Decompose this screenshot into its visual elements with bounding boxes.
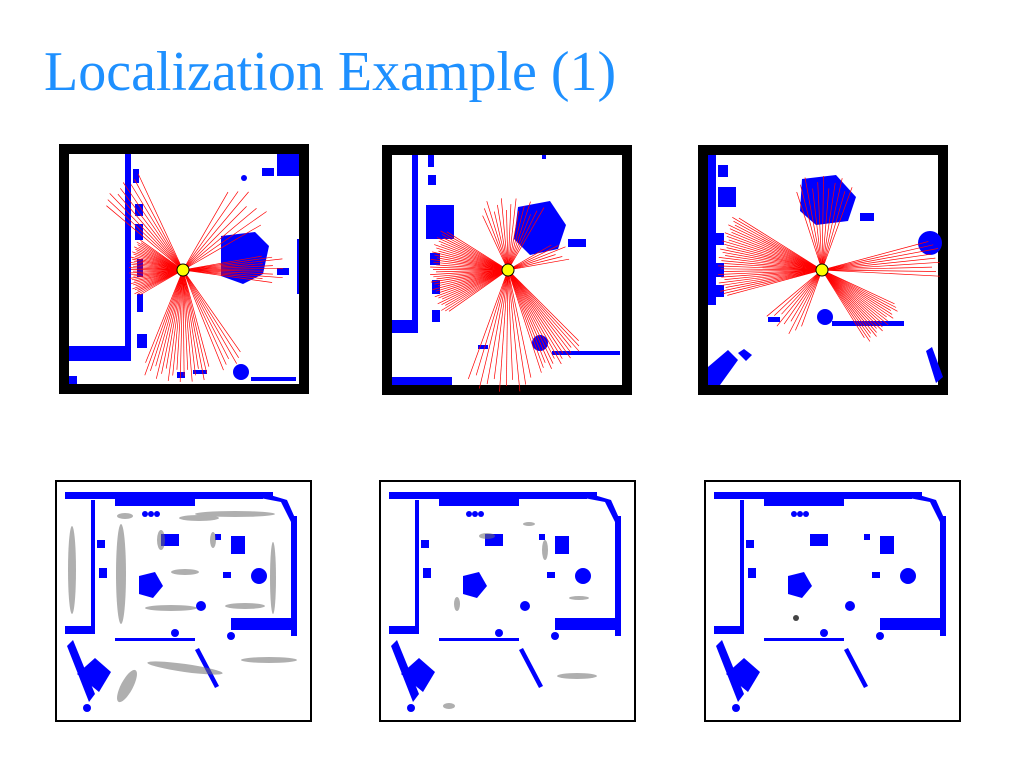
belief-map-image-2 xyxy=(379,480,636,722)
robot-icon xyxy=(815,263,829,277)
particle-cloud xyxy=(793,615,799,621)
laser-beams xyxy=(106,173,284,383)
laser-beams xyxy=(430,198,580,392)
laser-scan-panel-2 xyxy=(382,145,632,395)
belief-map-panel-3 xyxy=(704,480,961,722)
laser-beams xyxy=(718,175,940,342)
belief-map-image-1 xyxy=(55,480,312,722)
laser-scan-image-1 xyxy=(59,144,309,394)
robot-icon xyxy=(176,263,190,277)
belief-map-panel-2 xyxy=(379,480,636,722)
obstacle-map xyxy=(65,492,297,712)
belief-map-image-3 xyxy=(704,480,961,722)
laser-scan-panel-1 xyxy=(59,144,309,394)
laser-scan-image-3 xyxy=(698,145,948,395)
obstacle-map xyxy=(714,492,946,712)
obstacle-map xyxy=(392,155,620,385)
belief-map-panel-1 xyxy=(55,480,312,722)
particle-cloud xyxy=(68,511,297,703)
laser-scan-image-2 xyxy=(382,145,632,395)
obstacle-map xyxy=(389,492,621,712)
slide-title: Localization Example (1) xyxy=(44,41,617,103)
laser-scan-panel-3 xyxy=(698,145,948,395)
particle-cloud xyxy=(443,522,597,709)
robot-icon xyxy=(501,263,515,277)
